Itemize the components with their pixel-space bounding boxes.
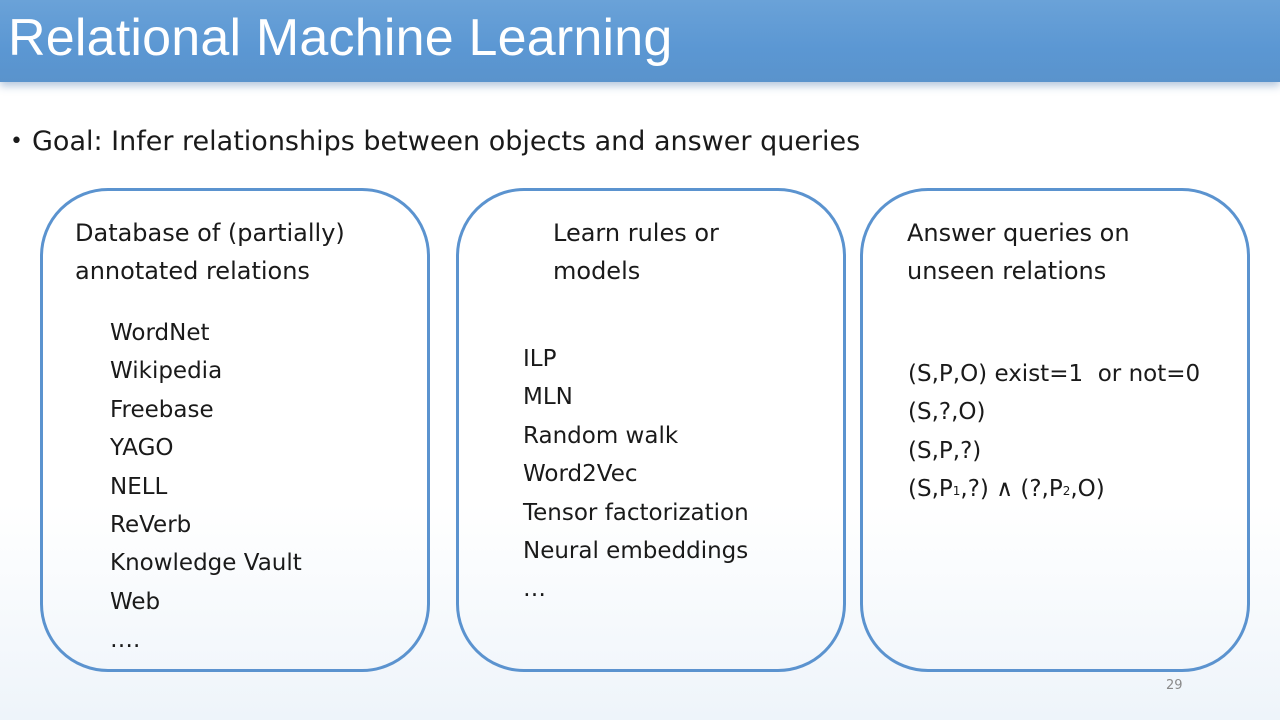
queries-panel-title: Answer queries on unseen relations — [907, 214, 1130, 290]
learn-list: ILP MLN Random walk Word2Vec Tensor fact… — [523, 340, 749, 609]
list-item: Neural embeddings — [523, 538, 749, 565]
list-item: (S,P,?) — [908, 437, 982, 464]
title-bar: Relational Machine Learning — [0, 0, 1280, 82]
queries-panel-title-line-2: unseen relations — [907, 257, 1107, 285]
bullet-icon: • — [10, 129, 23, 154]
queries-panel — [860, 188, 1250, 672]
page-number: 29 — [1166, 678, 1183, 693]
learn-panel — [456, 188, 846, 672]
query-text: ,?) ∧ (?,P — [960, 476, 1063, 503]
list-item: Wikipedia — [110, 358, 223, 385]
query-text: ,O) — [1070, 476, 1105, 503]
list-item: Web — [110, 588, 161, 615]
list-item: NELL — [110, 473, 168, 500]
database-panel-title-line-2: annotated relations — [75, 257, 310, 285]
list-item: Freebase — [110, 396, 214, 423]
list-item: … — [523, 576, 546, 603]
subscript: 2 — [1062, 484, 1071, 499]
queries-list: (S,P,O) exist=1 or not=0 (S,?,O) (S,P,?)… — [908, 355, 1200, 511]
list-item: ILP — [523, 346, 557, 372]
database-panel — [40, 188, 430, 672]
subscript: 1 — [952, 484, 961, 499]
queries-panel-title-line-1: Answer queries on — [907, 219, 1130, 247]
list-item: (S,P,O) exist=1 or not=0 — [908, 361, 1201, 387]
list-item: Random walk — [523, 422, 679, 449]
list-item: YAGO — [110, 435, 174, 462]
list-item: …. — [110, 627, 141, 654]
list-item: MLN — [523, 384, 573, 411]
goal-bullet: • Goal: Infer relationships between objec… — [10, 126, 860, 157]
list-item: Knowledge Vault — [110, 550, 302, 577]
learn-panel-title-line-2: models — [553, 257, 641, 285]
database-panel-title: Database of (partially) annotated relati… — [75, 214, 345, 290]
list-item: Tensor factorization — [523, 499, 749, 526]
list-item: WordNet — [110, 320, 210, 346]
list-item: (S,?,O) — [908, 399, 986, 426]
learn-panel-title: Learn rules or models — [553, 214, 719, 290]
list-item: (S,P1,?) ∧ (?,P2,O) — [908, 470, 1200, 510]
query-text: (S,P — [908, 476, 953, 503]
database-list: WordNet Wikipedia Freebase YAGO NELL ReV… — [110, 314, 302, 660]
database-panel-title-line-1: Database of (partially) — [75, 219, 345, 247]
list-item: Word2Vec — [523, 461, 638, 488]
slide-title: Relational Machine Learning — [8, 9, 673, 67]
list-item: ReVerb — [110, 512, 192, 539]
goal-text: Goal: Infer relationships between object… — [32, 126, 861, 157]
learn-panel-title-line-1: Learn rules or — [553, 219, 719, 247]
